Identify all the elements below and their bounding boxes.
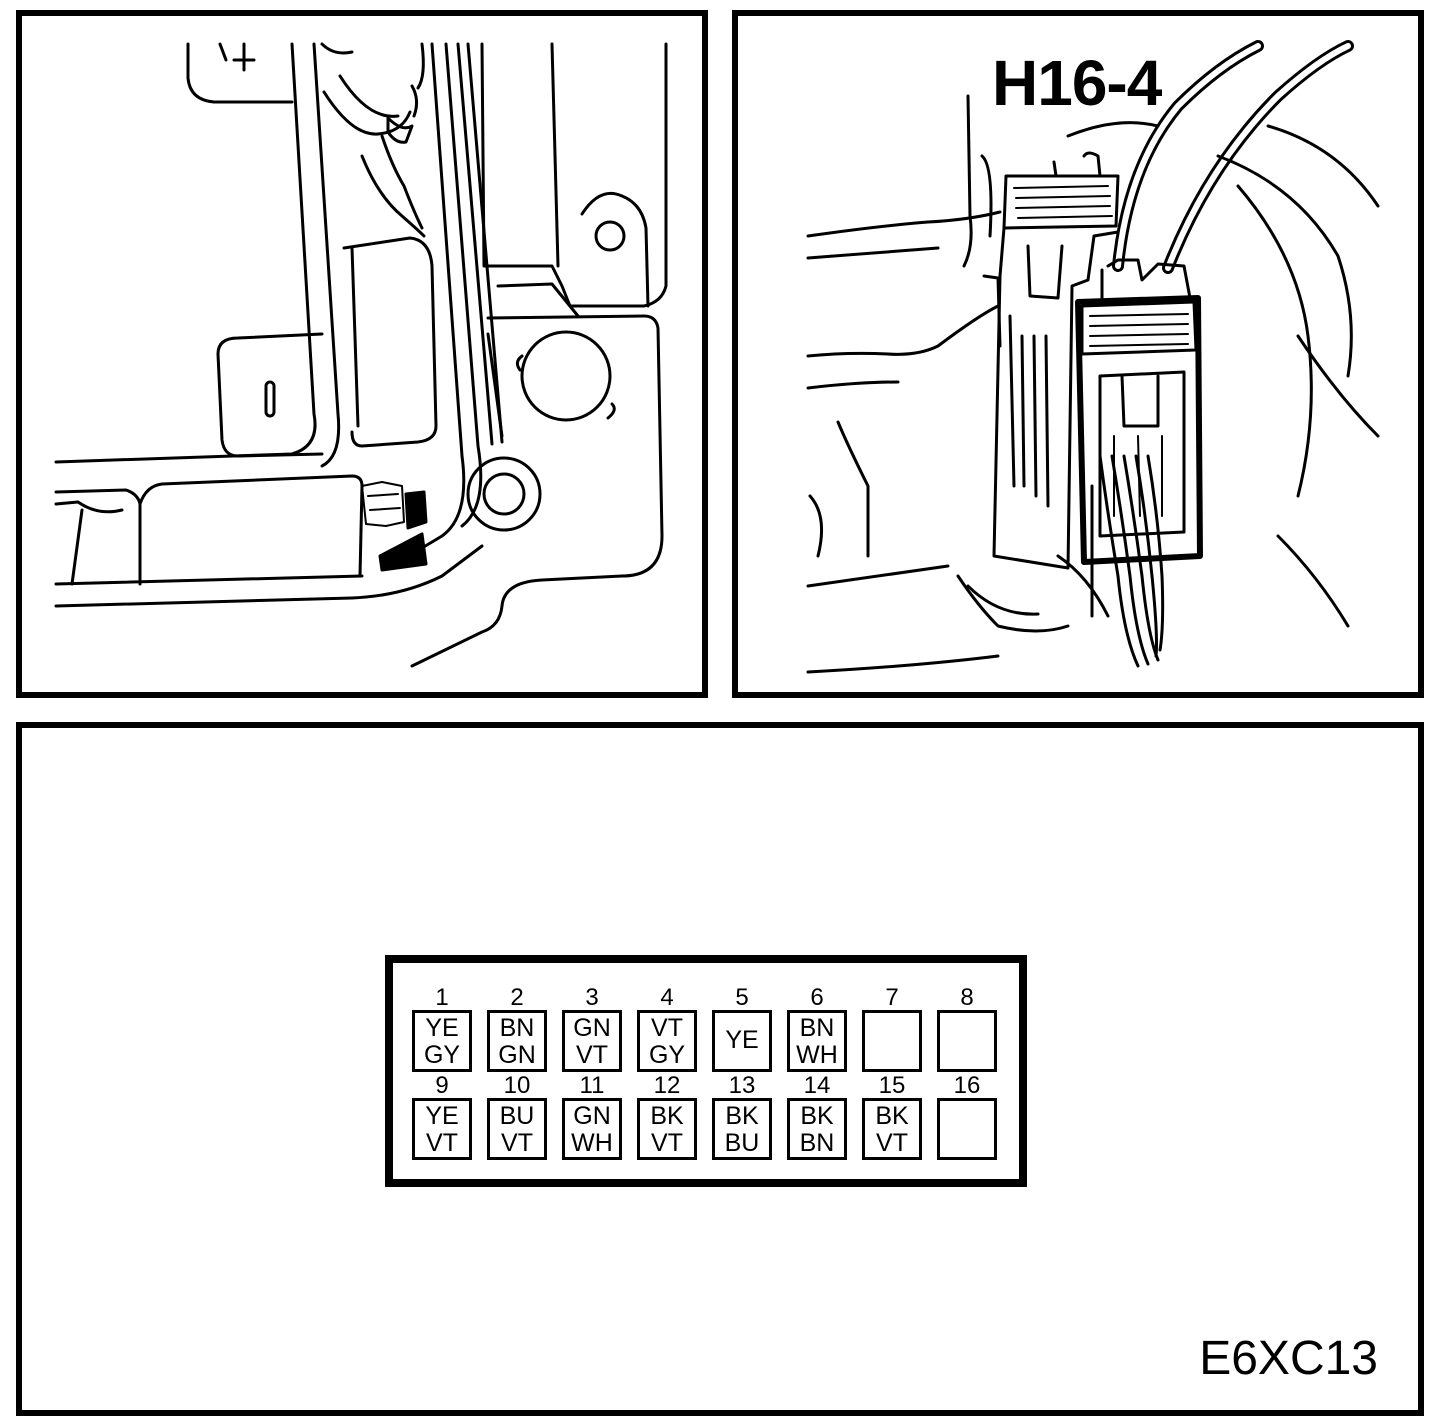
wire-color-1: BK	[725, 1102, 759, 1130]
pin-wire-colors: BK BN	[787, 1098, 847, 1160]
wire-color-2: GN	[498, 1041, 536, 1069]
pin-number: 13	[728, 1072, 756, 1099]
pin-number: 10	[503, 1072, 531, 1099]
pin-wire-colors: BN GN	[487, 1010, 547, 1072]
pin-wire-colors: YE	[712, 1010, 772, 1072]
pin-wire-colors: BK VT	[637, 1098, 697, 1160]
wire-color-2: GY	[423, 1041, 461, 1069]
pin-1: 1 YE GY	[412, 986, 472, 1072]
wire-color-2: BN	[799, 1129, 835, 1157]
pin-2: 2 BN GN	[487, 986, 547, 1072]
location-line-drawing	[54, 42, 668, 668]
wire-color-1: GN	[573, 1014, 611, 1042]
pin-9: 9 YE VT	[412, 1074, 472, 1160]
wire-color-2: VT	[501, 1129, 533, 1157]
pin-8: 8	[937, 986, 997, 1072]
pin-number: 4	[660, 984, 674, 1011]
pin-13: 13 BK BU	[712, 1074, 772, 1160]
pin-number: 9	[435, 1072, 449, 1099]
wire-color-2: WH	[796, 1041, 838, 1069]
wire-color-1: YE	[425, 1102, 459, 1130]
pin-5: 5 YE	[712, 986, 772, 1072]
pin-wire-colors: YE GY	[412, 1010, 472, 1072]
wire-color-1: BK	[875, 1102, 909, 1130]
pin-number: 6	[810, 984, 824, 1011]
wire-color-2: VT	[426, 1129, 458, 1157]
wire-color-1: BN	[499, 1014, 535, 1042]
pin-6: 6 BN WH	[787, 986, 847, 1072]
wire-color-1: YE	[425, 1014, 459, 1042]
pin-wire-colors: BU VT	[487, 1098, 547, 1160]
pin-wire-colors: YE VT	[412, 1098, 472, 1160]
pin-number: 14	[803, 1072, 831, 1099]
pin-wire-colors: VT GY	[637, 1010, 697, 1072]
pin-number: 2	[510, 984, 524, 1011]
wire-color-1: BK	[650, 1102, 684, 1130]
wire-color-2: BU	[724, 1129, 760, 1157]
pin-3: 3 GN VT	[562, 986, 622, 1072]
wire-color-1: YE	[725, 1026, 759, 1054]
pin-12: 12 BK VT	[637, 1074, 697, 1160]
pin-number: 16	[953, 1072, 981, 1099]
pin-11: 11 GN WH	[562, 1074, 622, 1160]
wire-color-2: VT	[576, 1041, 608, 1069]
connector-detail-panel: H16-4	[732, 10, 1424, 698]
pin-wire-colors-empty	[937, 1010, 997, 1072]
wire-color-1: BU	[499, 1102, 535, 1130]
connector-id-label: H16-4	[992, 47, 1162, 119]
pin-4: 4 VT GY	[637, 986, 697, 1072]
pin-number: 7	[885, 984, 899, 1011]
connector-pinout: 1 YE GY 2 BN GN 3 GN VT 4 VT GY 5 YE 6	[385, 955, 1027, 1187]
pin-wire-colors-empty	[937, 1098, 997, 1160]
wire-color-1: BK	[800, 1102, 834, 1130]
pin-number: 8	[960, 984, 974, 1011]
wire-color-1: BN	[799, 1014, 835, 1042]
pin-16: 16	[937, 1074, 997, 1160]
connector-line-drawing	[806, 40, 1380, 674]
pin-wire-colors: GN VT	[562, 1010, 622, 1072]
wire-color-2: GY	[648, 1041, 686, 1069]
wire-color-2: VT	[651, 1129, 683, 1157]
pin-wire-colors: GN WH	[562, 1098, 622, 1160]
wire-color-2: VT	[876, 1129, 908, 1157]
pin-number: 5	[735, 984, 749, 1011]
pin-10: 10 BU VT	[487, 1074, 547, 1160]
pin-14: 14 BK BN	[787, 1074, 847, 1160]
pin-number: 1	[435, 984, 449, 1011]
pin-wire-colors: BK VT	[862, 1098, 922, 1160]
pin-number: 12	[653, 1072, 681, 1099]
pin-7: 7	[862, 986, 922, 1072]
pin-15: 15 BK VT	[862, 1074, 922, 1160]
pin-number: 3	[585, 984, 599, 1011]
pin-number: 15	[878, 1072, 906, 1099]
wire-color-1: VT	[651, 1014, 683, 1042]
location-view-panel	[16, 10, 708, 698]
wire-color-1: GN	[573, 1102, 611, 1130]
pin-wire-colors-empty	[862, 1010, 922, 1072]
pin-wire-colors: BK BU	[712, 1098, 772, 1160]
wire-color-2: WH	[571, 1129, 613, 1157]
pin-number: 11	[579, 1072, 605, 1099]
figure-code: E6XC13	[1199, 1332, 1378, 1385]
pin-wire-colors: BN WH	[787, 1010, 847, 1072]
